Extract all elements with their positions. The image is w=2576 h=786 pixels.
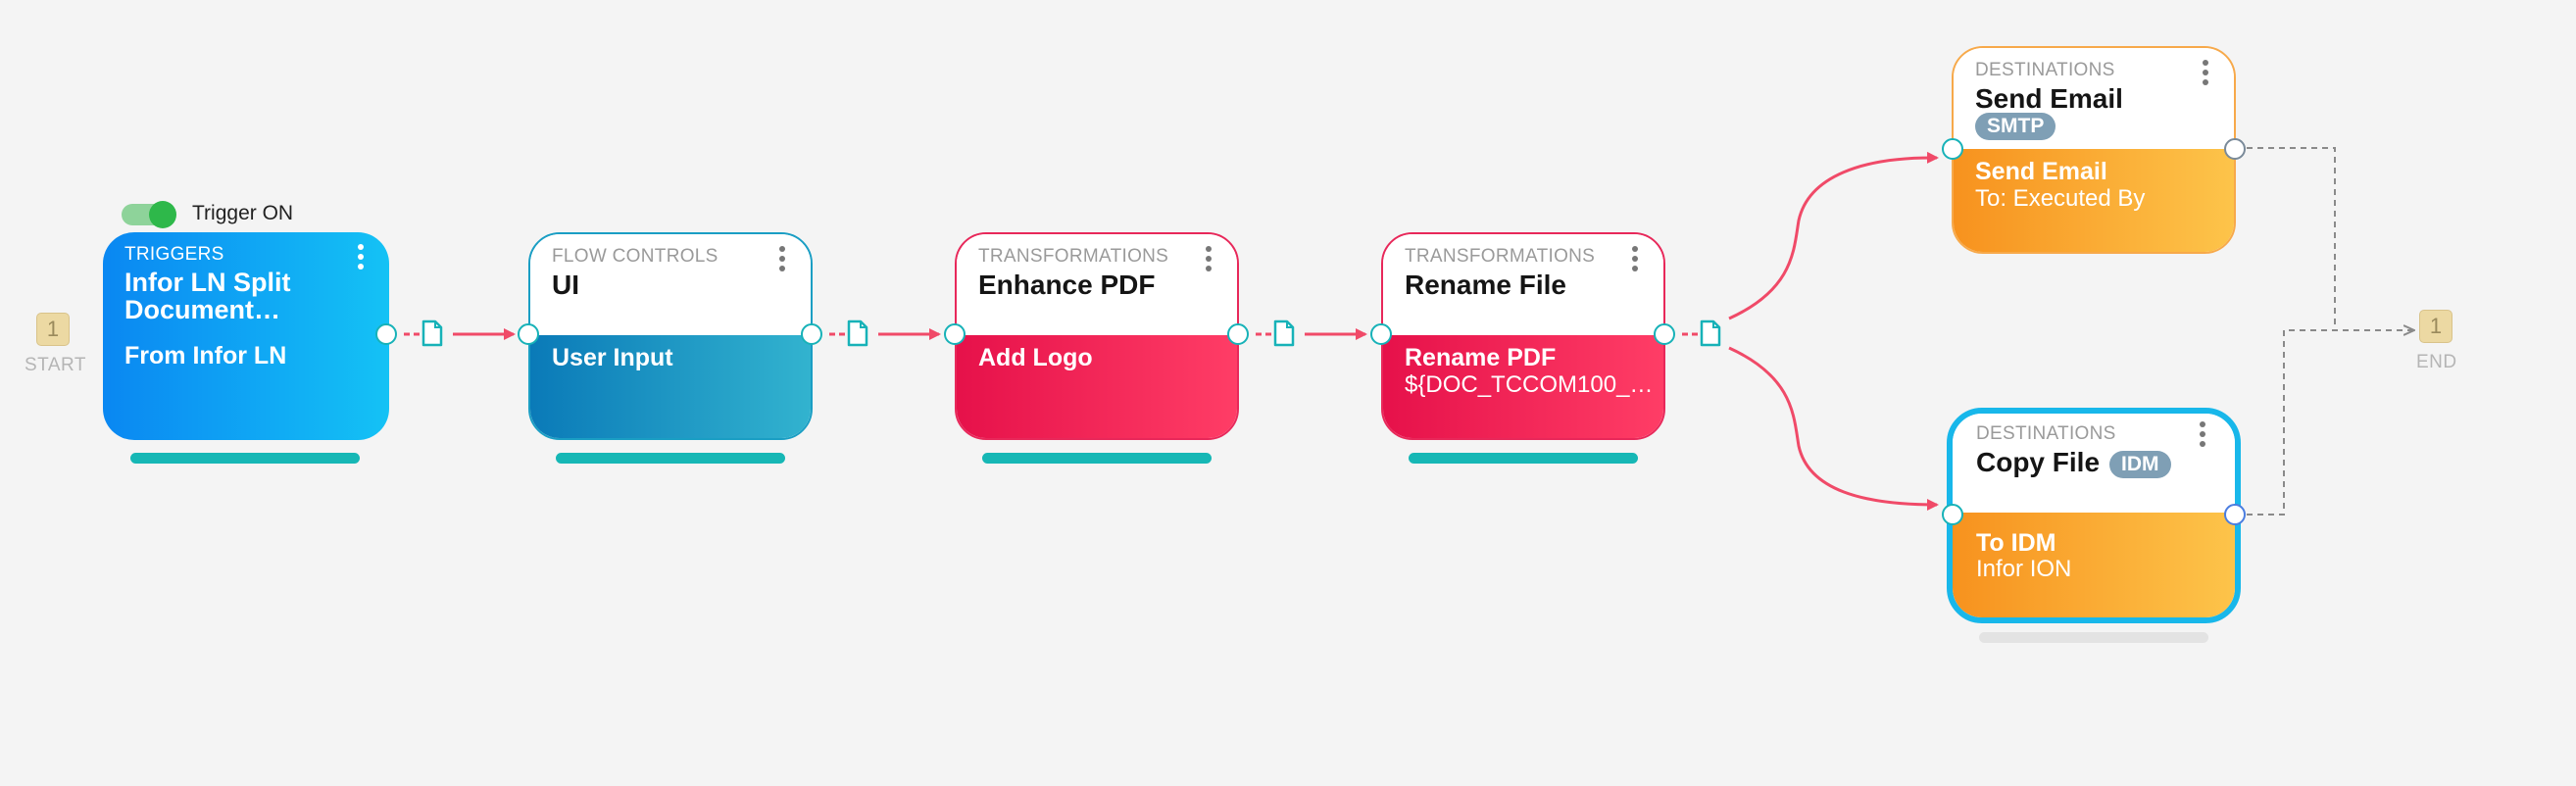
- node-title: Infor LN Split: [124, 268, 291, 297]
- trigger-node[interactable]: TRIGGERS Infor LN Split Document… From I…: [103, 232, 389, 440]
- node-title-line2: Document…: [124, 295, 281, 324]
- start-number: 1: [46, 317, 60, 341]
- node-detail-secondary: Infor ION: [1976, 556, 2072, 582]
- ui-progress-bar: [556, 453, 785, 464]
- link-rename-email: [1728, 151, 1939, 320]
- end-number: 1: [2429, 314, 2443, 338]
- node-title: Enhance PDF: [978, 270, 1156, 300]
- node-category: DESTINATIONS: [1976, 423, 2116, 444]
- email-input-port[interactable]: [1942, 138, 1963, 160]
- more-options-icon[interactable]: [1632, 246, 1638, 271]
- send-email-node[interactable]: DESTINATIONS Send Email SMTP Send Email …: [1952, 46, 2236, 254]
- smtp-badge: SMTP: [1975, 113, 2056, 140]
- rename-input-port[interactable]: [1370, 323, 1392, 345]
- copy-progress-bar: [1979, 632, 2208, 643]
- ui-node[interactable]: FLOW CONTROLS UI User Input: [528, 232, 813, 440]
- node-detail: From Infor LN: [124, 342, 287, 369]
- trigger-output-port[interactable]: [375, 323, 397, 345]
- end-label: END: [2416, 352, 2457, 372]
- node-detail: To IDM: [1976, 529, 2056, 557]
- more-options-icon[interactable]: [2200, 421, 2205, 447]
- node-title: Send Email: [1975, 83, 2123, 114]
- trigger-toggle[interactable]: [122, 201, 176, 228]
- link-rename-copy: [1728, 346, 1939, 511]
- enhance-pdf-node[interactable]: TRANSFORMATIONS Enhance PDF Add Logo: [955, 232, 1239, 440]
- enhance-progress-bar: [982, 453, 1212, 464]
- node-category: DESTINATIONS: [1975, 60, 2115, 80]
- start-marker[interactable]: 1: [36, 313, 70, 346]
- node-detail-secondary: ${DOC_TCCOM100_…: [1405, 371, 1654, 398]
- trigger-toggle-label: Trigger ON: [192, 202, 294, 224]
- node-category: TRANSFORMATIONS: [978, 246, 1169, 267]
- more-options-icon[interactable]: [779, 246, 785, 271]
- copy-output-port[interactable]: [2224, 504, 2246, 525]
- file-icon: [1700, 319, 1721, 347]
- idm-badge: IDM: [2109, 451, 2171, 478]
- rename-output-port[interactable]: [1654, 323, 1675, 345]
- more-options-icon[interactable]: [358, 244, 364, 270]
- node-detail: Send Email: [1975, 158, 2107, 185]
- link-copy-end: [2247, 330, 2413, 516]
- enhance-output-port[interactable]: [1227, 323, 1249, 345]
- file-icon: [847, 319, 868, 347]
- enhance-input-port[interactable]: [944, 323, 966, 345]
- node-category: TRANSFORMATIONS: [1405, 246, 1596, 267]
- rename-file-node[interactable]: TRANSFORMATIONS Rename File Rename PDF $…: [1381, 232, 1665, 440]
- file-icon: [1273, 319, 1295, 347]
- node-detail: Add Logo: [978, 344, 1093, 371]
- email-output-port[interactable]: [2224, 138, 2246, 160]
- more-options-icon[interactable]: [1206, 246, 1212, 271]
- start-label: START: [25, 355, 87, 375]
- ui-output-port[interactable]: [801, 323, 822, 345]
- node-category: TRIGGERS: [124, 244, 224, 265]
- node-title: Copy File: [1976, 447, 2101, 477]
- node-detail: User Input: [552, 344, 673, 371]
- node-category: FLOW CONTROLS: [552, 246, 718, 267]
- node-title: UI: [552, 270, 579, 300]
- copy-input-port[interactable]: [1942, 504, 1963, 525]
- trigger-toggle-knob: [149, 201, 176, 228]
- file-icon: [421, 319, 443, 347]
- copy-file-node[interactable]: DESTINATIONS Copy File IDM To IDM Infor …: [1947, 408, 2241, 623]
- node-title: Rename File: [1405, 270, 1566, 300]
- trigger-progress-bar: [130, 453, 360, 464]
- end-marker[interactable]: 1: [2419, 310, 2452, 343]
- link-email-end: [2247, 147, 2336, 330]
- ui-input-port[interactable]: [518, 323, 539, 345]
- node-detail-secondary: To: Executed By: [1975, 185, 2146, 212]
- rename-progress-bar: [1409, 453, 1638, 464]
- more-options-icon[interactable]: [2203, 60, 2208, 85]
- node-detail: Rename PDF: [1405, 344, 1557, 371]
